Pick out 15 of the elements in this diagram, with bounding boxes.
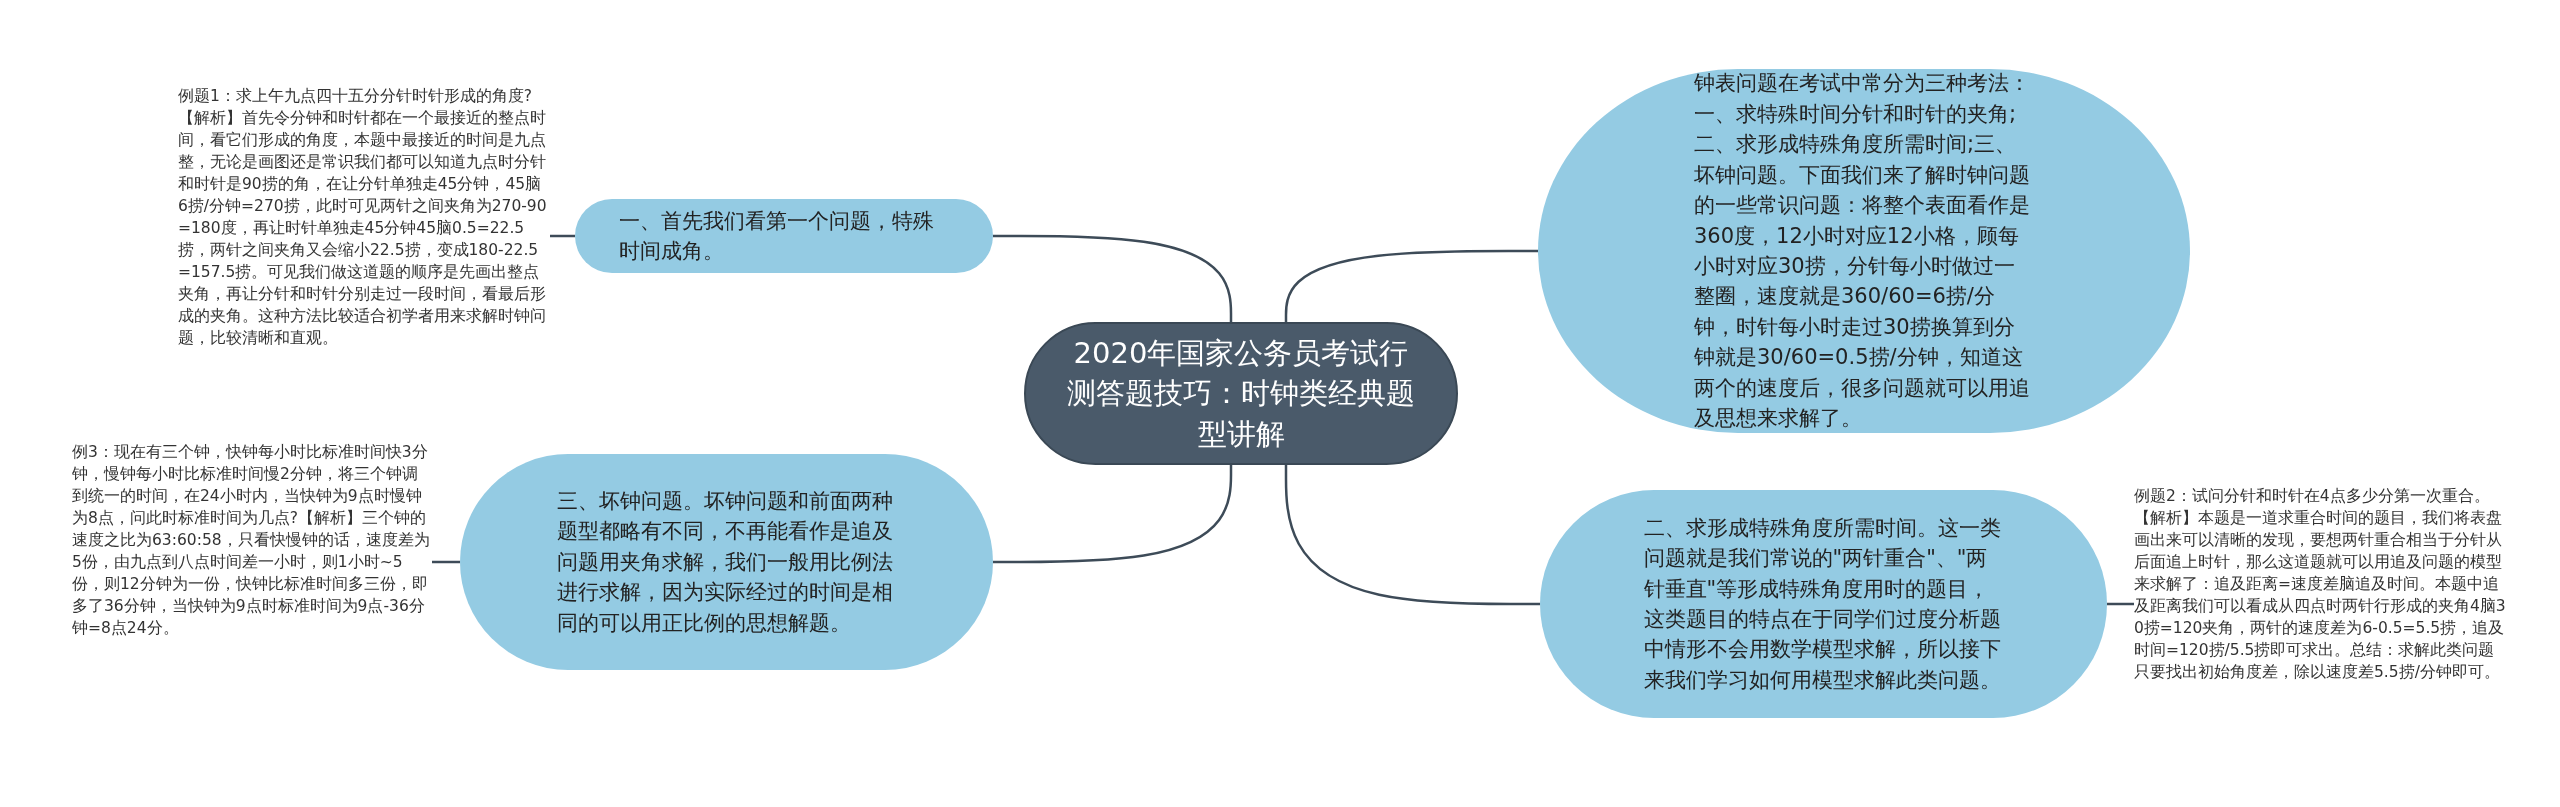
connector-line [993, 465, 1233, 564]
connector-line [1284, 465, 1540, 606]
topic-text: 一、首先我们看第一个问题，特殊时间成角。 [619, 207, 935, 265]
connector-line [2107, 602, 2134, 606]
topic-text: 钟表问题在考试中常分为三种考法：一、求特殊时间分针和时针的夹角;二、求形成特殊角度所需时间;三、坏钟问题。下面我们来了解时钟问题的一些常识问题：将整个表面看作是360度，12小时对应12小格，顾每小时对应30捞，分针每小时做过一整圈，速度就是360/60=6捞/分钟，时针每小时走过30捞换算到分钟就是30/60=0.5捞/分钟，知道这两个的速度后，很多问题就可以用追及思想来求解了。 [1694, 70, 2031, 433]
connector-line [550, 234, 575, 238]
example-text: 例题2：试问分针和时针在4点多少分第一次重合。【解析】本题是一道求重合时间的题目，我们将表盘画出来可以清晰的发现，要想两针重合相当于分针从后面追上时针，那么这道题就可以用追及问题的模型来求解了：追及距离=速度差脑追及时间。本题中追及距离我们可以看成从四点时两针行形成的夹角4脑30捞=120夹角，两针的速度差为6-0.5=5.5捞，追及时间=120捞/5.5捞即可求出。总结：求解此类问题只要找出初始角度差，除以速度差5.5捞/分钟即可。 [2134, 485, 2506, 765]
example-text: 例3：现在有三个钟，快钟每小时比标准时间快3分钟，慢钟每小时比标准时间慢2分钟，将三个钟调到统一的时间，在24小时内，当快钟为9点时慢钟为8点，问此时标准时间为几点?【解析】三个钟的速度之比为63:60:58，只看快慢钟的话，速度差为5份，由九点到八点时间差一小时，则1小时~5份，则12分钟为一份，快钟比标准时间多三份，即多了36分钟，当快钟为9点时标准时间为9点-36分钟=8点24分。 [72, 441, 432, 671]
topic-text: 二、求形成特殊角度所需时间。这一类问题就是我们常说的"两针重合"、"两针垂直"等形成特殊角度用时的题目，这类题目的特点在于同学们过度分析题中情形不会用数学模型求解，所以接下来我们学习如何用模型求解此类问题。 [1643, 514, 2002, 694]
topic-text: 三、坏钟问题。坏钟问题和前面两种题型都略有不同，不再能看作是追及问题用夹角求解，我们一般用比例法进行求解，因为实际经过的时间是相同的可以用正比例的思想解题。 [556, 487, 894, 637]
connector-line [432, 560, 460, 564]
title-text: 2020年国家公务员考试行测答题技巧：时钟类经典题型讲解 [1066, 334, 1416, 453]
connector-line [993, 234, 1233, 322]
example-text: 例题1：求上午九点四十五分分针时针形成的角度?【解析】首先令分钟和时针都在一个最接近的整点时间，看它们形成的角度，本题中最接近的时间是九点整，无论是画图还是常识我们都可以知道九点时分针和时针是90捞的角，在让分针单独走45分钟，45脑6捞/分钟=270捞，此时可见两针之间夹角为270-90=180度，再让时针单独走45分钟45脑0.5=22.5捞，两针之间夹角又会缩小22.5捞，变成180-22.5=157.5捞。可见我们做这道题的顺序是先画出整点夹角，再让分针和时针分别走过一段时间，看最后形成的夹角。这种方法比较适合初学者用来求解时钟问题，比较清晰和直观。 [178, 85, 550, 395]
connector-line [1284, 249, 1538, 322]
